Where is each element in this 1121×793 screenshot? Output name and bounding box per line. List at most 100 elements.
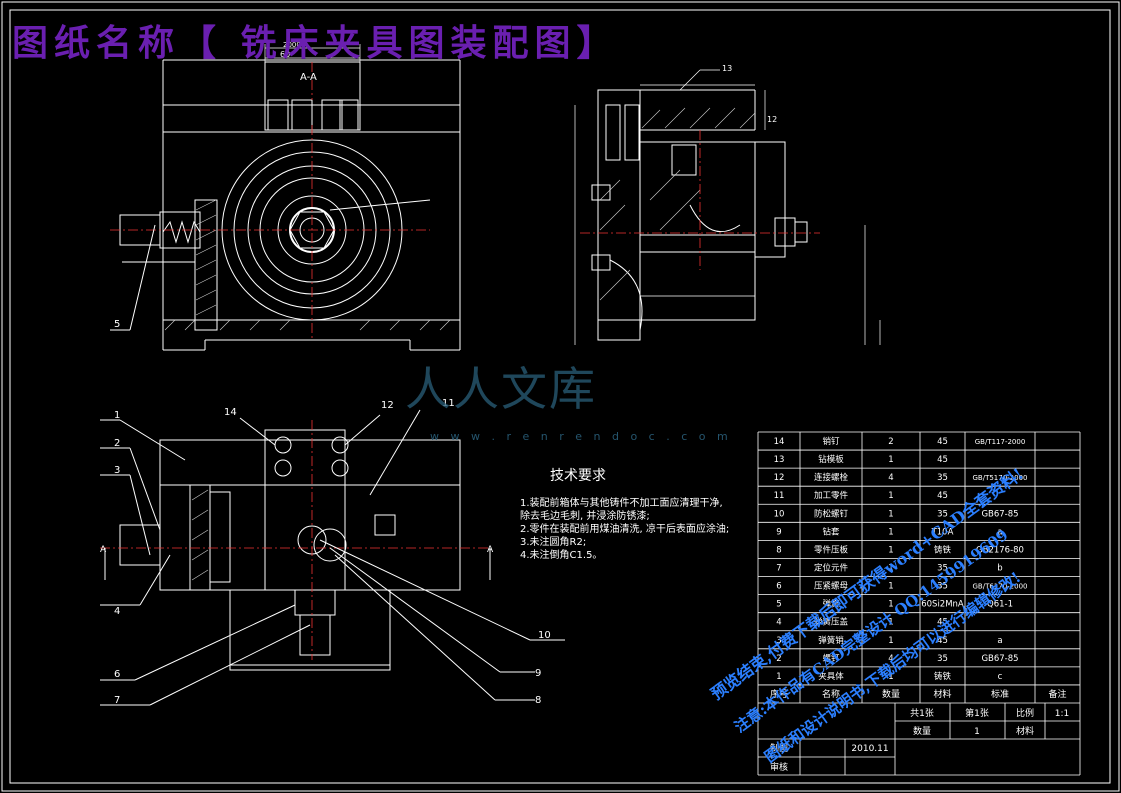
technical-requirements: 技术要求 1.装配前箱体与其他铸件不加工面应清理干净, 除去毛边毛刺, 并浸涂防…	[520, 465, 729, 562]
bom-cell: 铸铁	[934, 671, 952, 682]
drawing-title: 图纸名称【 铣床夹具图装配图】	[12, 22, 619, 64]
bom-header-cell: 数量	[882, 688, 900, 700]
balloon-10: 10	[538, 630, 551, 641]
plan-view	[100, 409, 565, 706]
title-block-scale-value: 1:1	[1055, 709, 1069, 719]
tech-line: 1.装配前箱体与其他铸件不加工面应清理干净,	[520, 498, 723, 509]
front-section-view	[110, 59, 461, 351]
bom-cell: 14	[774, 437, 785, 447]
bom-cell: 45	[937, 618, 948, 628]
bom-cell: 弹簧	[822, 599, 840, 610]
section-label: A-A	[300, 72, 317, 83]
bom-cell: 3	[776, 636, 781, 646]
bom-cell: GB67-85	[981, 509, 1018, 519]
bom-cell: 连接螺栓	[814, 472, 849, 483]
bom-cell: 销钉	[822, 436, 840, 447]
title-block-qty-label: 数量	[913, 725, 931, 737]
bom-cell: c	[998, 672, 1003, 682]
bom-cell: 压紧螺母	[814, 581, 848, 592]
balloon-9: 9	[535, 668, 541, 679]
bom-cell: 8	[776, 545, 781, 555]
bom-cell: 1	[888, 527, 893, 537]
bom-cell: 1	[888, 636, 893, 646]
bom-cell: GB/T5170-2000	[972, 474, 1027, 482]
title-block-material-label: 材料	[1016, 725, 1034, 737]
bom-cell: 螺钉	[822, 653, 840, 664]
bom-cell: GB67-85	[981, 654, 1018, 664]
dim-top-width: 2000	[283, 41, 301, 49]
bom-cell: 2	[888, 437, 893, 447]
title-block-scale-label: 比例	[1016, 707, 1034, 719]
balloon-1: 1	[114, 410, 120, 421]
bom-cell: 1	[888, 618, 893, 628]
bom-cell: 弹簧销	[818, 635, 844, 646]
bom-cell: 1	[888, 672, 893, 682]
bom-cell: 2	[776, 654, 781, 664]
tech-line: 除去毛边毛刺, 并浸涂防锈漆;	[520, 511, 650, 522]
dim-right-12: 12	[767, 115, 777, 124]
balloon-14: 14	[224, 407, 237, 418]
title-block-review-label: 审核	[770, 761, 788, 773]
bom-cell: 钻模板	[818, 454, 844, 465]
bom-cell: 4	[888, 654, 893, 664]
watermark-url: w w w . r e n r e n d o c . c o m	[430, 430, 732, 443]
bom-cell: 35	[937, 473, 948, 483]
bom-cell: 弹簧压盖	[814, 617, 849, 628]
balloon-12: 12	[381, 400, 394, 411]
section-mark-right: A	[487, 545, 494, 555]
bom-cell: 4	[888, 473, 893, 483]
balloon-7: 7	[114, 695, 120, 706]
bom-cell: 45	[937, 455, 948, 465]
tech-line: 2.零件在装配前用煤油清洗, 凉干后表面应涂油;	[520, 524, 730, 535]
bom-cell: 防松螺钉	[814, 508, 849, 519]
bom-cell: 7	[776, 564, 781, 574]
side-section-view	[580, 89, 820, 341]
bom-cell: 零件压板	[814, 544, 849, 555]
bom-cell: 铸铁	[934, 544, 952, 555]
bom-cell: 4	[776, 618, 781, 628]
bom-cell: 1	[888, 545, 893, 555]
title-block-qty-value: 1	[974, 727, 980, 737]
title-block-date: 2010.11	[851, 744, 888, 754]
balloon-5: 5	[114, 319, 120, 330]
tech-heading: 技术要求	[550, 468, 606, 484]
bom-cell: 60Si2MnA	[921, 600, 964, 610]
bom-cell: 13	[774, 455, 785, 465]
bom-cell: 9	[776, 527, 781, 537]
bom-header-cell: 标准	[991, 688, 1009, 700]
bom-cell: 35	[937, 509, 948, 519]
bom-cell: 夹具体	[818, 671, 844, 682]
bom-cell: 45	[937, 491, 948, 501]
dim-top-60: 60	[280, 50, 290, 59]
title-block-sheets-total: 共1张	[910, 708, 934, 719]
title-block-drawn-label: 制图	[770, 742, 788, 754]
bom-cell: 45	[937, 636, 948, 646]
side-dimension-lines	[574, 69, 881, 345]
bom-cell: 1	[888, 455, 893, 465]
bom-cell: 1	[888, 564, 893, 574]
bom-header-cell: 材料	[933, 688, 951, 700]
drawing-frame-inner	[9, 9, 1111, 784]
bom-cell: 加工零件	[814, 490, 849, 501]
bom-header-cell: 备注	[1048, 688, 1066, 700]
bom-cell: 1	[888, 491, 893, 501]
bom-cell: 1	[888, 509, 893, 519]
bom-cell: a	[997, 636, 1002, 646]
bom-cell: GB/T6170-2000	[972, 583, 1027, 591]
bom-cell: 35	[937, 564, 948, 574]
bom-header-cell: 序号	[770, 688, 788, 700]
balloon-4: 4	[114, 606, 120, 617]
bom-cell: b	[997, 564, 1002, 574]
bom-cell: 6	[776, 582, 781, 592]
bom-cell: 35	[937, 654, 948, 664]
balloon-3: 3	[114, 465, 120, 476]
bom-cell: 35	[937, 582, 948, 592]
bom-cell: GB/T117-2000	[975, 438, 1026, 446]
top-dimension-lines	[264, 44, 361, 62]
balloon-8: 8	[535, 695, 541, 706]
bom-cell: 钻套	[822, 526, 840, 537]
bom-cell: Q61-1	[987, 600, 1013, 610]
